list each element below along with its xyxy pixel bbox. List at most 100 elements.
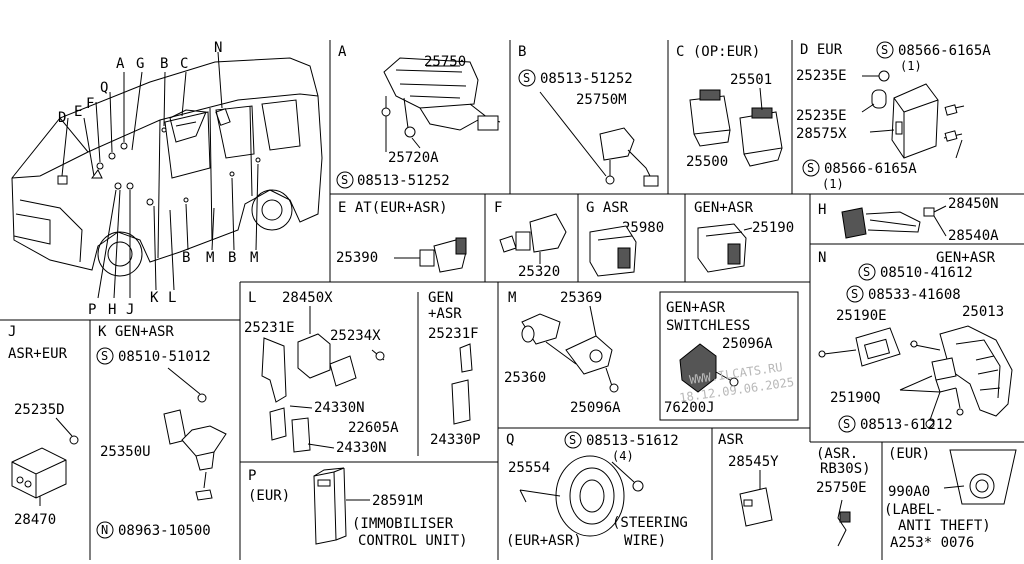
part-25750m: 25750M [576, 92, 627, 108]
sensor-shape-rb [837, 499, 851, 547]
switch-shapes-c [689, 87, 783, 167]
callout-b3: B [228, 250, 236, 266]
spec-symbol-k [96, 347, 114, 365]
panel-c: C (OP:EUR) 25501 25500 [676, 44, 783, 170]
panel-p-title: P [248, 468, 256, 484]
spec-symbol-n1 [858, 263, 876, 281]
part-25350u: 25350U [100, 444, 151, 460]
part-28450n: 28450N [948, 196, 999, 212]
part-25360: 25360 [504, 370, 546, 386]
callout-p: P [88, 302, 96, 318]
part-25190e: 25190E [836, 308, 887, 324]
callout-b: B [160, 56, 168, 72]
spec-08513-61212: 08513-61212 [860, 417, 953, 433]
part-25369: 25369 [560, 290, 602, 306]
caption-immobiliser: (IMMOBILISER [352, 516, 454, 532]
switch-shape-e [394, 237, 467, 273]
part-25501: 25501 [730, 72, 772, 88]
caption-steering: (STEERING [612, 515, 688, 531]
switchless-box [659, 291, 799, 421]
part-25235e-1: 25235E [796, 68, 847, 84]
spec-symbol-a [336, 171, 354, 189]
callout-h: H [108, 302, 116, 318]
spec-mark-n2: S [851, 287, 858, 301]
panel-f-title: F [494, 200, 502, 216]
part-990a0: 990A0 [888, 484, 930, 500]
spec-08513-51252-b: 08513-51252 [540, 71, 633, 87]
label-shape-eur [943, 449, 1017, 505]
vehicle-outline [11, 51, 323, 299]
part-28540a: 28540A [948, 228, 999, 244]
module-shape-d [861, 70, 965, 159]
part-25190: 25190 [752, 220, 794, 236]
spec-mark-n1: S [863, 265, 870, 279]
spec-08533-41608: 08533-41608 [868, 287, 961, 303]
spec-08510-41612: 08510-41612 [880, 265, 973, 281]
part-28591m: 28591M [372, 493, 423, 509]
spec-mark-q: S [569, 433, 576, 447]
spec-08566-6165a-2: 08566-6165A [824, 161, 917, 177]
caption-wire: WIRE) [624, 533, 666, 549]
panel-q: Q S 08513-51612 (4) 25554 (EUR+ASR) (STE… [506, 431, 688, 549]
switchless-title2: SWITCHLESS [666, 318, 750, 334]
panel-m-title: M [508, 290, 516, 306]
spec-mark-k: S [101, 349, 108, 363]
part-24330n-1: 24330N [314, 400, 365, 416]
part-24330p: 24330P [430, 432, 481, 448]
panel-l: L 28450X 25231E 25234X 22605A 24330N 243… [244, 290, 481, 456]
panel-g: G ASR 25980 GEN+ASR 25190 [586, 200, 794, 277]
switch-shape-gen [697, 223, 753, 273]
panel-rb-title2: RB30S) [820, 461, 871, 477]
callout-n: N [214, 40, 222, 56]
spec-08513-51252-a: 08513-51252 [357, 173, 450, 189]
cover-assembly-n [818, 325, 1013, 429]
panel-g-title: G ASR [586, 200, 629, 216]
spec-symbol-n3 [838, 415, 856, 433]
panel-k: K GEN+ASR S 08510-51012 25350U N 08963-1… [96, 324, 227, 539]
panel-b-title: B [518, 44, 526, 60]
module-shape-j [11, 417, 79, 506]
panel-h-title: H [818, 202, 826, 218]
callout-b2: B [182, 250, 190, 266]
panel-j-sub: ASR+EUR [8, 346, 68, 362]
callout-f: F [86, 96, 94, 112]
panel-l-title3: +ASR [428, 306, 462, 322]
panel-k-title: K GEN+ASR [98, 324, 174, 340]
spec-mark-d1: S [881, 43, 888, 57]
panel-f: F 25320 [494, 200, 567, 280]
sensor-shapes-m [521, 305, 619, 393]
panel-a-title: A [338, 44, 347, 60]
part-25231e: 25231E [244, 320, 295, 336]
part-25234x: 25234X [330, 328, 381, 344]
part-25720a: 25720A [388, 150, 439, 166]
panel-e: E AT(EUR+ASR) 25390 [336, 200, 467, 273]
bracket-shapes-l2 [451, 343, 473, 425]
part-25235d: 25235D [14, 402, 65, 418]
panel-p-sub: (EUR) [248, 488, 290, 504]
callout-l: L [168, 290, 176, 306]
spec-symbol-b [518, 69, 536, 87]
panel-borders [0, 40, 1024, 560]
spec-symbol-k2 [96, 521, 114, 539]
panel-rb: (ASR. RB30S) 25750E [816, 446, 871, 547]
spec-mark-k2: N [101, 523, 108, 537]
caption-label: (LABEL- [884, 502, 943, 518]
panel-n-title2: GEN+ASR [936, 250, 996, 266]
panel-b: B S 08513-51252 25750M [518, 44, 659, 187]
panel-a: A 25750 25720A S 08513-51252 [336, 44, 501, 189]
spec-symbol-d1 [876, 41, 894, 59]
part-28450x: 28450X [282, 290, 333, 306]
spec-qty-d1: (1) [900, 59, 922, 73]
callout-q: Q [100, 80, 108, 96]
callout-j: J [126, 302, 134, 318]
panel-d-title: D EUR [800, 42, 843, 58]
panel-h: H 28450N 28540A [818, 196, 999, 244]
spec-mark-d2: S [807, 161, 814, 175]
panel-l-title: L [248, 290, 256, 306]
part-24330n-2: 24330N [336, 440, 387, 456]
panel-asr-title: ASR [718, 432, 744, 448]
spec-08513-51612: 08513-51612 [586, 433, 679, 449]
caption-anti-theft: ANTI THEFT) [898, 518, 991, 534]
